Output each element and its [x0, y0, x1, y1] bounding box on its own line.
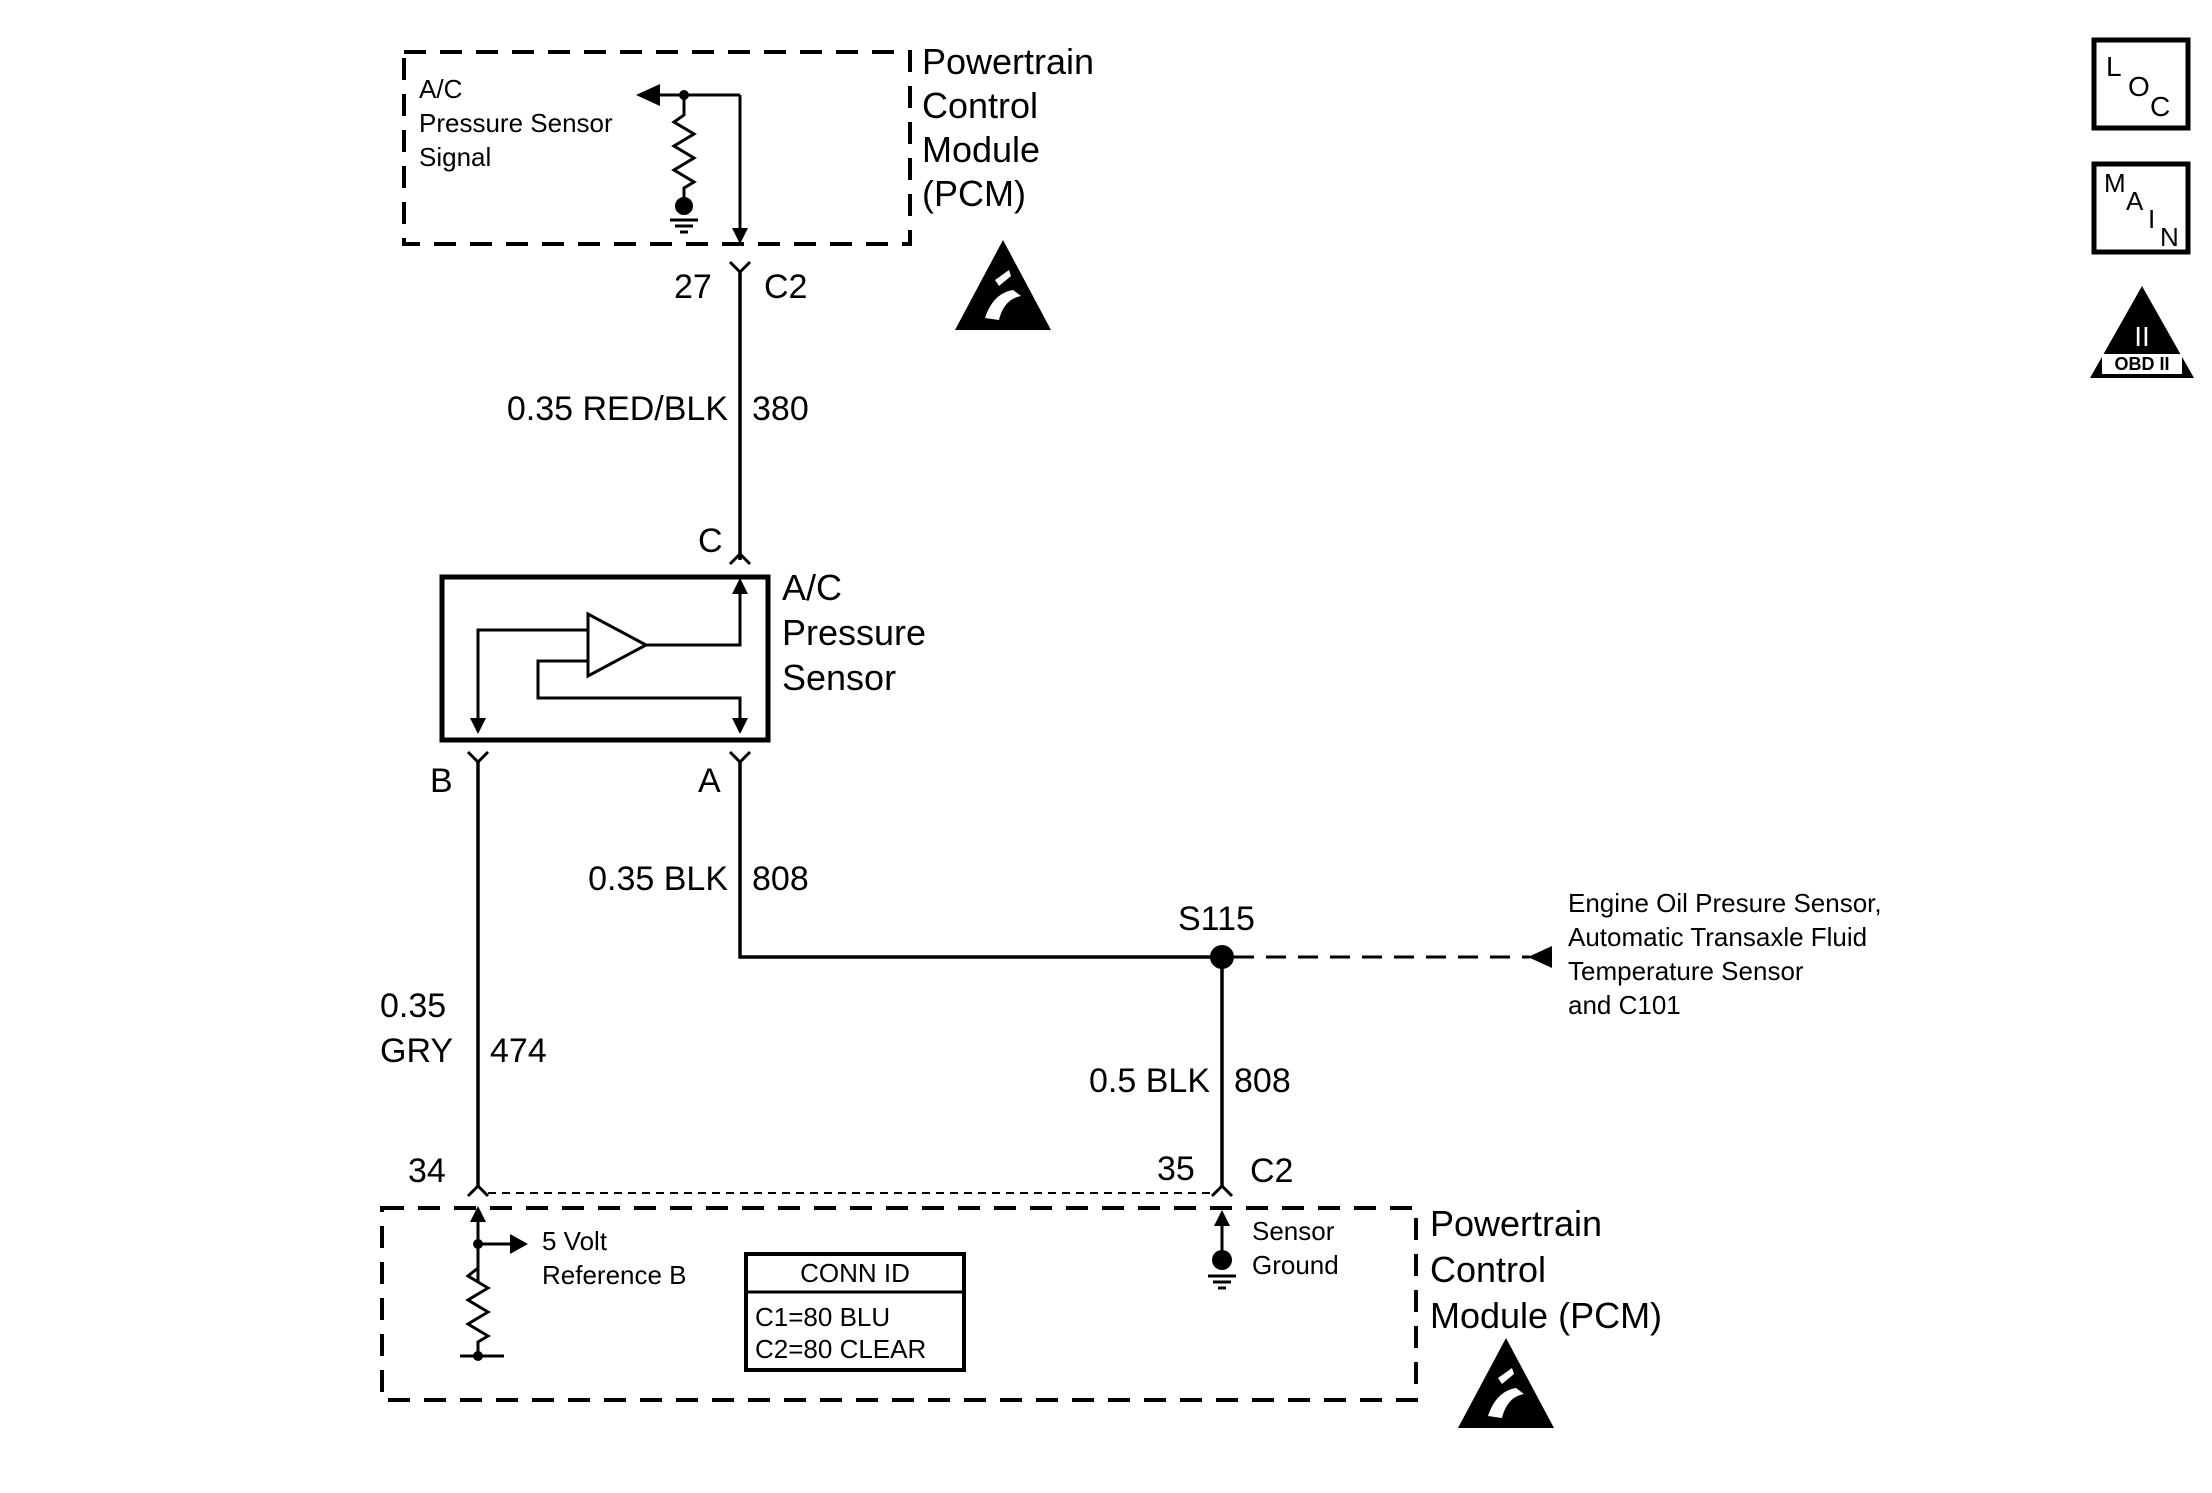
- bottom-connectors: 34 35 C2: [408, 1150, 1293, 1198]
- ref-line-2: Reference B: [542, 1260, 687, 1290]
- esd-warning-icon: [955, 240, 1051, 330]
- pcm-top-signal-1: A/C: [419, 74, 462, 104]
- sensor-pin-a: A: [698, 762, 721, 800]
- pcm-bottom-title-1: Powertrain: [1430, 1203, 1602, 1244]
- obd-ii-icon[interactable]: OBD II II: [2090, 286, 2194, 378]
- splice-note-2: Automatic Transaxle Fluid: [1568, 922, 1867, 952]
- sensor-title-3: Sensor: [782, 657, 896, 698]
- wire-808-b-circuit: 808: [1234, 1062, 1291, 1100]
- ground-line-2: Ground: [1252, 1250, 1339, 1280]
- splice-note: Engine Oil Presure Sensor, Automatic Tra…: [1568, 888, 1882, 1020]
- loc-letter-c: C: [2150, 91, 2170, 122]
- wire-808-a: [738, 760, 1222, 959]
- pcm-top-module: Powertrain Control Module (PCM) A/C Pres…: [402, 41, 1094, 246]
- wire-808-a-circuit: 808: [752, 860, 809, 898]
- ground-icon: [670, 197, 698, 234]
- pin-27: 27: [674, 268, 712, 306]
- pcm-bottom-dashed-boundary: [380, 1206, 1418, 1402]
- pcm-bottom-title-3: Module (PCM): [1430, 1295, 1662, 1336]
- sensor-title-1: A/C: [782, 567, 842, 608]
- splice-s115: S115: [1178, 900, 1552, 969]
- conn-id-row-2: C2=80 CLEAR: [755, 1334, 926, 1364]
- splice-note-4: and C101: [1568, 990, 1681, 1020]
- wire-380-label: 0.35 RED/BLK: [507, 390, 728, 428]
- splice-label: S115: [1178, 900, 1255, 938]
- resistor-icon: [465, 1266, 491, 1354]
- loc-letter-o: O: [2128, 71, 2150, 102]
- main-letter-a: A: [2126, 186, 2144, 216]
- reference-arrow-icon: [510, 1234, 528, 1254]
- loc-icon[interactable]: L O C: [2091, 37, 2191, 131]
- pin-34: 34: [408, 1152, 446, 1190]
- conn-id-header: CONN ID: [800, 1258, 910, 1288]
- wire-808-b-label: 0.5 BLK: [1089, 1062, 1210, 1100]
- wire-474-label-2: GRY: [380, 1032, 453, 1070]
- sensor-pin-b: B: [430, 762, 453, 800]
- wire-380-circuit: 380: [752, 390, 809, 428]
- conn-id-row-1: C1=80 BLU: [755, 1302, 890, 1332]
- connector-c2-bottom: C2: [1250, 1152, 1293, 1190]
- main-letter-n: N: [2160, 222, 2179, 252]
- connector-27-c2: 27 C2: [674, 260, 807, 306]
- pcm-top-title-3: Module: [922, 129, 1040, 170]
- continuation-arrow-icon: [1528, 946, 1552, 968]
- ac-pressure-sensor: C A/C Pressure Sensor B A: [430, 522, 926, 800]
- loc-letter-l: L: [2106, 51, 2122, 82]
- pcm-top-title-4: (PCM): [922, 173, 1026, 214]
- obd-caption: OBD II: [2114, 354, 2169, 374]
- wire-474-label-1: 0.35: [380, 987, 446, 1025]
- ground-icon: [1208, 1250, 1236, 1290]
- pcm-bottom-module: Powertrain Control Module (PCM) 5 Volt R…: [380, 1203, 1662, 1402]
- wire-474-circuit: 474: [490, 1032, 547, 1070]
- sensor-title-2: Pressure: [782, 612, 926, 653]
- conn-id-table: CONN ID C1=80 BLU C2=80 CLEAR: [744, 1252, 966, 1372]
- amplifier-icon: [586, 611, 650, 679]
- pcm-top-dashed-boundary: [402, 50, 912, 246]
- esd-warning-icon: [1458, 1338, 1554, 1428]
- main-letter-i: I: [2148, 204, 2155, 234]
- main-letter-m: M: [2104, 168, 2126, 198]
- connector-c2-top: C2: [764, 268, 807, 306]
- sensor-pin-c: C: [698, 522, 723, 560]
- signal-arrow-icon: [636, 84, 660, 106]
- resistor-icon: [671, 95, 697, 202]
- wire-808-a-label: 0.35 BLK: [588, 860, 728, 898]
- ground-line-1: Sensor: [1252, 1216, 1335, 1246]
- pin-35: 35: [1157, 1150, 1195, 1188]
- splice-note-3: Temperature Sensor: [1568, 956, 1804, 986]
- obd-numeral: II: [2134, 321, 2150, 352]
- ref-line-1: 5 Volt: [542, 1226, 608, 1256]
- pcm-top-signal-3: Signal: [419, 142, 491, 172]
- sensor-body: [439, 574, 771, 743]
- splice-note-1: Engine Oil Presure Sensor,: [1568, 888, 1882, 918]
- main-icon[interactable]: M A I N: [2091, 161, 2191, 255]
- pcm-top-signal-2: Pressure Sensor: [419, 108, 613, 138]
- pcm-top-title-2: Control: [922, 85, 1038, 126]
- pcm-top-title-1: Powertrain: [922, 41, 1094, 82]
- pcm-bottom-title-2: Control: [1430, 1249, 1546, 1290]
